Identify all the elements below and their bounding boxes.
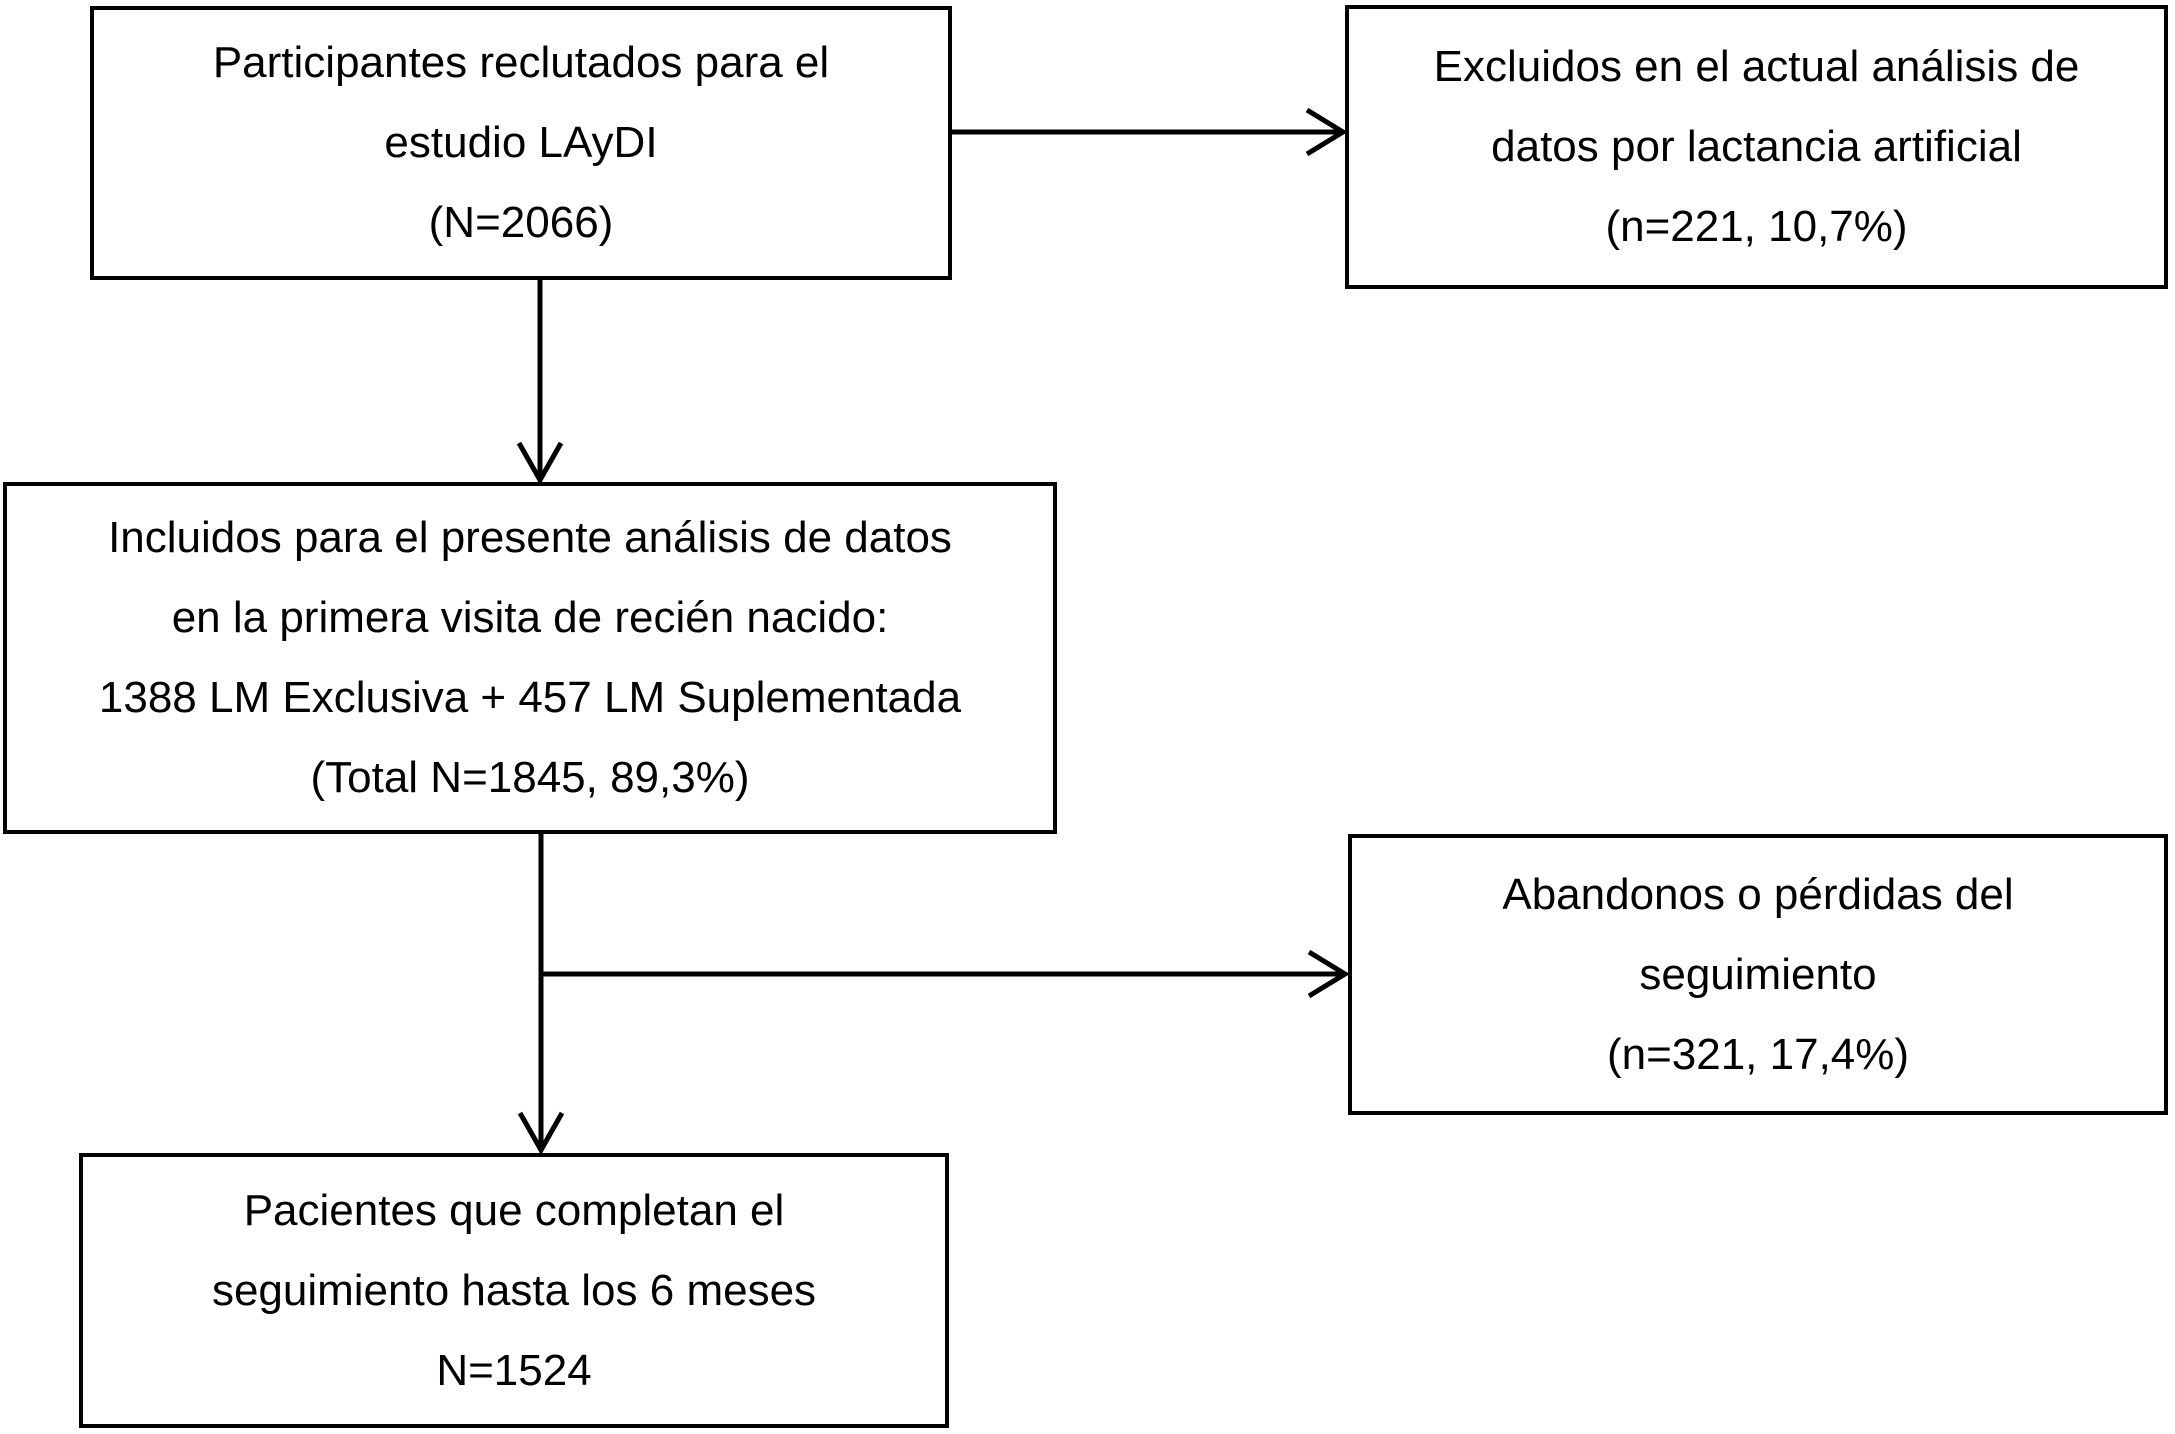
box-line: seguimiento hasta los 6 meses bbox=[211, 1265, 817, 1315]
box-line: Abandonos o pérdidas del bbox=[1502, 869, 2014, 919]
arrow-included-to-completed-head bbox=[517, 1111, 565, 1156]
box-line: N=1524 bbox=[436, 1345, 592, 1395]
arrow-recruited-to-excluded bbox=[952, 107, 1348, 157]
box-line: seguimiento bbox=[1639, 949, 1877, 999]
arrow-recruited-to-included bbox=[516, 280, 564, 486]
box-dropouts-lost-followup: Abandonos o pérdidas del seguimiento (n=… bbox=[1348, 834, 2168, 1115]
box-line: (n=321, 17,4%) bbox=[1606, 1029, 1910, 1079]
box-excluded-artificial-feeding: Excluidos en el actual análisis de datos… bbox=[1345, 5, 2168, 289]
arrow-recruited-to-excluded-head bbox=[1305, 107, 1348, 157]
arrow-included-to-dropouts bbox=[541, 949, 1350, 999]
box-line: Participantes reclutados para el bbox=[212, 38, 830, 87]
box-line: 1388 LM Exclusiva + 457 LM Suplementada bbox=[98, 673, 962, 722]
box-line: datos por lactancia artificial bbox=[1491, 122, 2022, 171]
box-line: (Total N=1845, 89,3%) bbox=[310, 753, 750, 802]
box-line: Pacientes que completan el bbox=[243, 1185, 785, 1235]
arrow-included-to-dropouts-head bbox=[1307, 949, 1350, 999]
box-line: (N=2066) bbox=[428, 198, 614, 247]
box-participants-recruited: Participantes reclutados para el estudio… bbox=[90, 6, 952, 280]
box-line: estudio LAyDI bbox=[384, 118, 658, 167]
arrow-recruited-to-included-head bbox=[516, 441, 564, 486]
box-included-analysis: Incluidos para el presente análisis de d… bbox=[3, 482, 1057, 834]
box-line: en la primera visita de recién nacido: bbox=[171, 593, 889, 642]
box-line: Excluidos en el actual análisis de bbox=[1433, 42, 2080, 91]
box-line: (n=221, 10,7%) bbox=[1605, 202, 1908, 251]
arrow-included-to-completed bbox=[517, 834, 565, 1156]
box-completed-6-months: Pacientes que completan el seguimiento h… bbox=[79, 1153, 949, 1428]
box-line: Incluidos para el presente análisis de d… bbox=[108, 513, 952, 562]
